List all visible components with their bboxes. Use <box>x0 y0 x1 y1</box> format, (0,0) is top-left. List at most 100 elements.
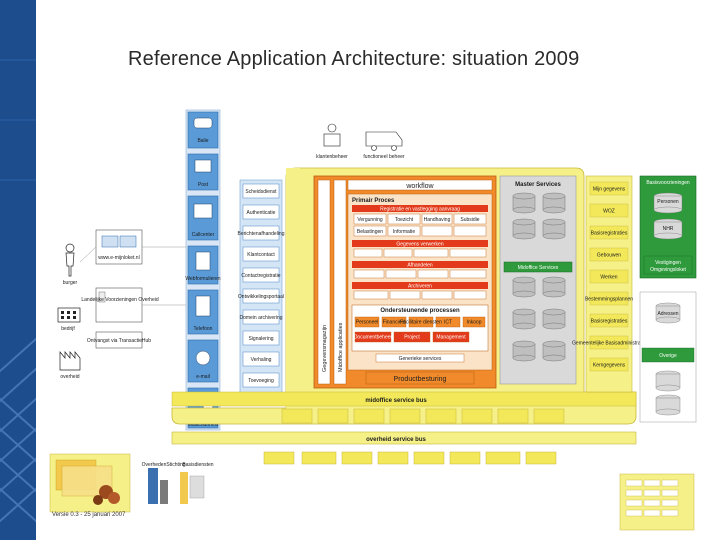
master-services-title: Master Services <box>515 182 561 188</box>
registry-box <box>589 247 629 262</box>
architecture-diagram: Balie Post Callcenter Webformulieren Tel… <box>36 72 720 540</box>
registry-label: Mijn gegevens <box>593 187 626 193</box>
process-row: Afhandelen <box>407 263 433 269</box>
database-icon <box>542 340 566 362</box>
front-office-label: Domein archivering <box>239 315 282 321</box>
role-label: klantenbeheer <box>316 154 348 160</box>
footer-label: Basisdiensten <box>182 462 213 468</box>
support-item: Facilitaire diensten <box>400 320 442 326</box>
legend-item: NHR <box>663 226 674 232</box>
channel-label: Multichannels <box>188 422 219 428</box>
support-item: ICT <box>444 320 452 326</box>
front-office-label: Authenticatie <box>247 210 276 216</box>
support-item: Documentbeheer <box>354 335 393 341</box>
registry-box <box>589 313 629 328</box>
front-office-box <box>242 267 280 283</box>
registry-label: Kerngegevens <box>593 363 626 369</box>
registry-box <box>589 181 629 196</box>
channel-label: Telefoon <box>194 326 213 332</box>
front-office-box <box>242 225 280 241</box>
database-icon <box>542 308 566 330</box>
database-icon <box>542 192 566 214</box>
database-icon <box>542 276 566 298</box>
midoffice-bus-label: midoffice service bus <box>365 398 427 404</box>
actor-label: overheid <box>60 374 79 380</box>
backoffice-label: Subsidie <box>460 217 479 223</box>
front-office-label: Verhaling <box>251 357 272 363</box>
legend-item: Overige <box>659 353 677 359</box>
workflow-title: workflow <box>405 183 434 190</box>
channel-label: e-mail <box>196 374 210 380</box>
registry-box <box>589 269 629 284</box>
footer-label: Stichting <box>166 462 185 468</box>
actor-box-label: www.e-mijnloket.nl <box>98 255 139 261</box>
vertical-label: Midoffice applicaties <box>338 322 344 372</box>
actor-label: bedrijf <box>61 326 75 332</box>
database-icon <box>512 340 536 362</box>
front-office-box <box>242 246 280 262</box>
front-office-column: ScheidsdienstAuthenticatieBerichtenafhan… <box>238 179 285 403</box>
backoffice-label: Belastingen <box>357 229 383 235</box>
registry-box <box>589 335 629 350</box>
channel-label: Balie <box>197 138 208 144</box>
legend-item: Omgevingsloket <box>650 267 686 273</box>
registry-label: Gebouwen <box>597 253 621 259</box>
process-row: Registratie en vastlegging aanvraag <box>380 207 460 213</box>
support-item: Project <box>404 335 420 341</box>
product-control: Productbesturing <box>394 376 447 383</box>
front-office-label: Klantcontact <box>247 252 275 258</box>
backoffice-label: Informatie <box>393 229 415 235</box>
front-office-label: Toevoeging <box>248 378 274 384</box>
database-icon <box>512 308 536 330</box>
front-office-label: Berichtenafhandeling <box>238 231 285 237</box>
process-row: Gegevens verwerken <box>396 242 443 248</box>
registry-label: Werken <box>600 275 617 281</box>
front-office-box <box>242 309 280 325</box>
registry-label: WOZ <box>603 209 615 215</box>
front-office-label: Ontwikkelingsportaal <box>238 294 284 300</box>
legend-item: Personen <box>657 199 679 205</box>
slide-title: Reference Application Architecture: situ… <box>128 48 580 70</box>
backoffice-label: Handhaving <box>424 217 451 223</box>
version-label: Versie 0.3 - 25 januari 2007 <box>52 512 126 518</box>
front-office-label: Contactregistratie <box>241 273 280 279</box>
front-office-box <box>242 183 280 199</box>
registry-box <box>589 203 629 218</box>
actor-box-label: Ontvangst via TransactieHub <box>87 338 151 344</box>
process-row: Archiveren <box>408 284 432 290</box>
front-office-box <box>242 288 280 304</box>
front-office-label: Scheidsdienst <box>245 189 277 195</box>
channel-label: Callcenter <box>192 232 215 238</box>
backoffice-label: Vergunning <box>357 217 383 223</box>
registry-box <box>589 357 629 372</box>
midoffice-services-label: Midoffice Services <box>518 265 559 271</box>
support-item: Inkoop <box>466 320 481 326</box>
database-icon <box>512 218 536 240</box>
support-item: Financieel <box>383 320 406 326</box>
backoffice-label: Toezicht <box>395 217 414 223</box>
registry-label: Gemeentelijke Basisadministratie <box>572 341 646 347</box>
channel-label: Post <box>198 182 209 188</box>
front-office-label: Signalering <box>248 336 273 342</box>
footer-label: Overheden <box>142 462 167 468</box>
left-decorative-band <box>0 0 36 540</box>
support-item: Management <box>436 335 466 341</box>
registry-label: Basisregistraties <box>591 231 628 237</box>
thumbnails: Overheden Stichting Basisdiensten <box>49 453 695 531</box>
channel-column: Balie Post Callcenter Webformulieren Tel… <box>185 109 221 431</box>
channel-label: Webformulieren <box>185 276 220 282</box>
basisvoorzieningen-title: Basisvoorzieningen <box>646 180 690 186</box>
vertical-label: Gegevensmagazijn <box>322 325 328 372</box>
actors: burger bedrijf overheid <box>57 243 81 380</box>
actor-box-label: Landelijke Voorzieningen Overheid <box>81 297 158 303</box>
primary-process-title: Primair Proces <box>352 198 395 204</box>
database-icon <box>512 276 536 298</box>
front-office-box <box>242 330 280 346</box>
support-title: Ondersteunende processen <box>380 308 460 314</box>
database-icon <box>512 192 536 214</box>
role-label: functioneel beheer <box>363 154 404 160</box>
legend-item: Vestigingen <box>655 260 681 266</box>
registry-label: Bestemmingsplannen <box>585 297 633 303</box>
workflow-block: Gegevensmagazijn Midoffice applicaties w… <box>313 175 497 389</box>
